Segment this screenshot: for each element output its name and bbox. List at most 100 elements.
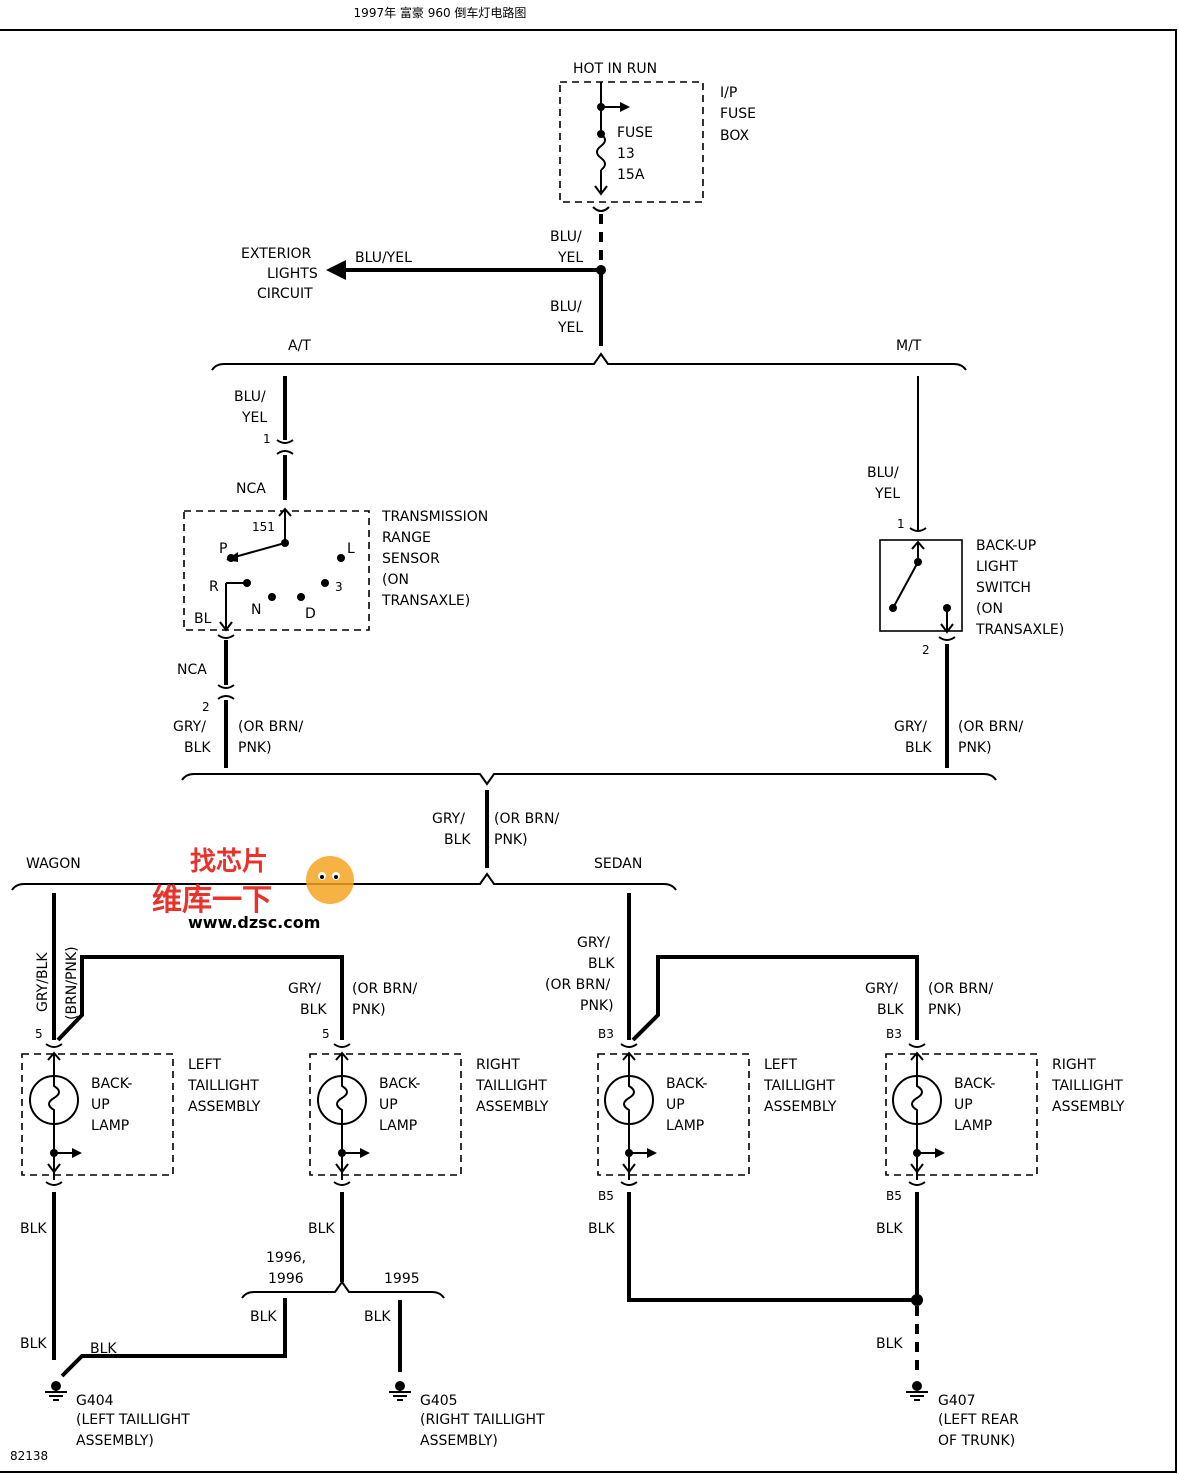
watermark-middle: 维库一下: [152, 883, 272, 918]
sedan-left-wire-blk: BLK: [588, 956, 615, 972]
sedan-right-ground-arrow-icon: [935, 1148, 945, 1158]
page-border: [0, 29, 1177, 1473]
year-9396-line1: 1996,: [266, 1250, 306, 1266]
wagon-right-lamp-label-3: LAMP: [379, 1118, 417, 1134]
backup-switch-label-2: LIGHT: [976, 559, 1018, 575]
mt-pin-2: 2: [922, 643, 930, 657]
sedan-right-assembly-label-2: TAILLIGHT: [1051, 1078, 1123, 1094]
ground-g405-desc-2: ASSEMBLY): [420, 1433, 498, 1449]
mt-wire-pnk: PNK): [958, 740, 992, 756]
wagon-crosslink-wire: [60, 1298, 287, 1378]
sedan-left-top-connector: [620, 1043, 638, 1048]
year-split-brace: [241, 1280, 445, 1299]
exterior-lights-label-2: LIGHTS: [267, 266, 318, 282]
sedan-left-pin-b3: B3: [598, 1027, 614, 1041]
wire-color-yel: YEL: [557, 250, 583, 266]
sedan-right-wire-orbrn: (OR BRN/: [928, 981, 993, 997]
wire-color-blu-2: BLU/: [550, 299, 582, 315]
wagon-right-lamp-label-1: BACK-: [379, 1076, 420, 1092]
fuse-label-3: 15A: [617, 167, 645, 183]
ground-g404-desc-1: (LEFT TAILLIGHT: [76, 1412, 190, 1428]
trs-pos-n: N: [251, 602, 261, 618]
fuse-box-outline: [559, 81, 704, 203]
trs-pos-p: P: [219, 541, 227, 557]
year-95: 1995: [384, 1271, 420, 1287]
nca-label-top: NCA: [236, 481, 266, 497]
trs-label-2: RANGE: [382, 530, 431, 546]
ground-g407-desc-2: OF TRUNK): [938, 1433, 1015, 1449]
fuse-box-label-2: FUSE: [720, 106, 756, 122]
sedan-right-wire-blk: BLK: [877, 1002, 904, 1018]
sedan-left-lamp-label-3: LAMP: [666, 1118, 704, 1134]
at-connector-2: [217, 684, 235, 700]
wire-color-blu-yel-inline: BLU/YEL: [355, 250, 412, 266]
transmission-range-sensor: [183, 510, 370, 631]
sedan-right-assembly-outline: [885, 1053, 1038, 1176]
wagon-crosslink-blk: BLK: [90, 1341, 117, 1357]
mt-wire-orbrn: (OR BRN/: [958, 719, 1023, 735]
wagon-right-wire-pnk: PNK): [352, 1002, 386, 1018]
wagon-right-wire-blk: BLK: [300, 1002, 327, 1018]
fuse-box-label-1: I/P: [720, 85, 737, 101]
mt-connector-1: [909, 527, 927, 532]
sedan-left-wire-pnk: PNK): [580, 998, 614, 1014]
mt-connector-2: [938, 636, 956, 641]
wagon-left-pin-5: 5: [35, 1027, 43, 1041]
trs-pos-3: 3: [335, 580, 343, 594]
sedan-left-ground-arrow-icon: [647, 1148, 657, 1158]
fuse-13-symbol: [594, 82, 630, 196]
exterior-lights-label-3: CIRCUIT: [257, 286, 313, 302]
wagon-left-blk-1: BLK: [20, 1221, 47, 1237]
trs-pos-d: D: [305, 606, 316, 622]
branch-at-mt: [211, 352, 967, 371]
backup-switch-label-1: BACK-UP: [976, 538, 1036, 554]
fuse-box-label-3: BOX: [720, 128, 749, 144]
trs-switch-symbol: [219, 509, 345, 632]
wagon-left-assembly-label-1: LEFT: [188, 1057, 221, 1073]
ground-g405-id: G405: [420, 1393, 458, 1409]
sedan-right-blk: BLK: [876, 1221, 903, 1237]
year-9396-line2: 1996: [268, 1271, 304, 1287]
sedan-right-lamp-label-1: BACK-: [954, 1076, 995, 1092]
mt-wire-color-blu: BLU/: [867, 465, 899, 481]
sedan-right-bottom-connector: [908, 1181, 926, 1186]
wagon-95-blk: BLK: [364, 1309, 391, 1325]
fuse-label-2: 13: [617, 146, 635, 162]
main-wire-pnk: PNK): [494, 832, 528, 848]
wagon-left-lamp-label-3: LAMP: [91, 1118, 129, 1134]
trs-pos-l: L: [347, 541, 355, 557]
branch-mt-label: M/T: [896, 338, 922, 354]
at-wire-blk: BLK: [184, 740, 211, 756]
wagon-left-top-connector: [45, 1043, 63, 1048]
wagon-right-assembly-label-2: TAILLIGHT: [475, 1078, 547, 1094]
wagon-right-ground-arrow-icon: [360, 1148, 370, 1158]
trs-bottom-connector: [217, 634, 235, 639]
mt-wire-blk: BLK: [905, 740, 932, 756]
backup-light-switch: [879, 539, 963, 632]
sedan-right-lamp-label-2: UP: [954, 1097, 973, 1113]
branch-sedan-label: SEDAN: [594, 856, 642, 872]
sedan-right-wire-gry: GRY/: [865, 981, 898, 997]
wagon-left-lamp-label-1: BACK-: [91, 1076, 132, 1092]
at-wire-color-yel: YEL: [241, 410, 267, 426]
sedan-left-wire-orbrn: (OR BRN/: [545, 977, 610, 993]
hot-in-run-label: HOT IN RUN: [573, 61, 657, 77]
wagon-left-assembly-outline: [21, 1053, 174, 1176]
trs-label-5: TRANSAXLE): [381, 593, 470, 609]
at-pin-1: 1: [263, 432, 271, 446]
mt-pin-1: 1: [897, 517, 905, 531]
sedan-right-pin-b3: B3: [886, 1027, 902, 1041]
backup-switch-symbol: [889, 540, 954, 634]
wagon-wire-gryblk-vertical: GRY/BLK: [35, 952, 51, 1012]
diagram-id: 82138: [10, 1449, 48, 1463]
sedan-left-assembly-label-2: TAILLIGHT: [763, 1078, 835, 1094]
wagon-wire-brnpnk-vertical: (BRN/PNK): [64, 946, 80, 1020]
wagon-right-top-connector: [333, 1043, 351, 1048]
backup-switch-label-4: (ON: [976, 601, 1003, 617]
backup-switch-label-3: SWITCH: [976, 580, 1031, 596]
nca-label-bottom: NCA: [177, 662, 207, 678]
branch-wagon-label: WAGON: [26, 856, 81, 872]
wire-color-blu: BLU/: [550, 229, 582, 245]
trs-pos-r: R: [209, 579, 219, 595]
